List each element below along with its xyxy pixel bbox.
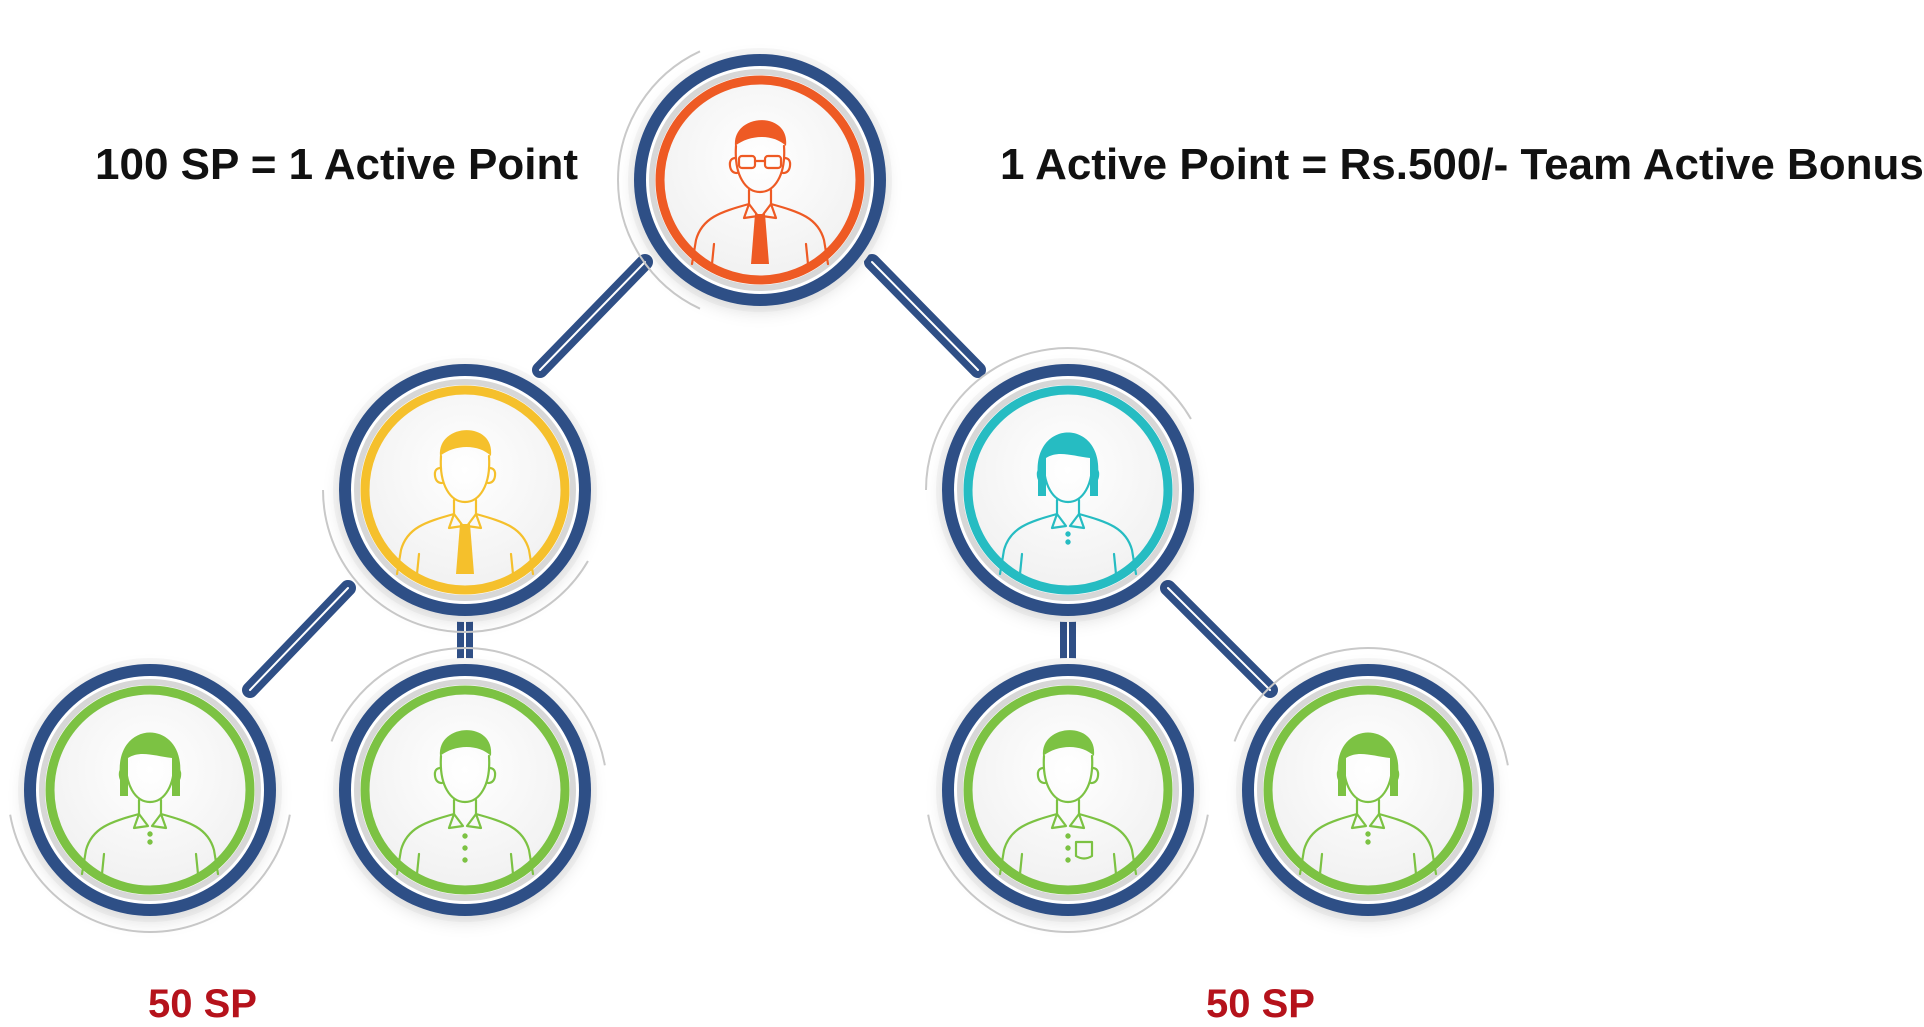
node-color-ring [655, 75, 865, 285]
node-mid-right [925, 347, 1200, 622]
node-grey-ring [957, 379, 1179, 601]
man-pocket-shirt-icon [998, 730, 1138, 876]
woman-icon [998, 432, 1138, 576]
node-grey-ring [1257, 679, 1479, 901]
node-color-ring [1263, 685, 1473, 895]
node-leaf-3 [927, 658, 1209, 933]
decorative-arc [322, 489, 589, 633]
sp-conversion-caption: 100 SP = 1 Active Point [95, 140, 579, 189]
man-glasses-tie-icon [690, 120, 830, 266]
woman-icon [80, 732, 220, 876]
connector-left-to-leaf-1 [242, 580, 356, 698]
tree-connectors [242, 254, 1278, 698]
node-color-ring [360, 685, 570, 895]
woman-bob-icon [1298, 732, 1438, 876]
node-color-ring [963, 685, 1173, 895]
man-shirt-icon [395, 730, 535, 876]
bonus-conversion-caption: 1 Active Point = Rs.500/- Team Active Bo… [1000, 140, 1924, 189]
node-grey-ring [39, 679, 261, 901]
left-leg-sp-label: 50 SP [148, 982, 257, 1026]
node-grey-ring [957, 679, 1179, 901]
node-grey-ring [354, 679, 576, 901]
decorative-arc [927, 814, 1209, 933]
connector-top-to-right [864, 254, 986, 378]
decorative-arc [617, 50, 701, 310]
node-top [617, 48, 892, 312]
node-leaf-4 [1233, 647, 1509, 922]
decorative-arc [1233, 647, 1509, 766]
node-mid-left [322, 358, 597, 633]
node-grey-ring [649, 69, 871, 291]
tree-nodes [9, 48, 1509, 934]
node-color-ring [360, 385, 570, 595]
node-color-ring [963, 385, 1173, 595]
node-grey-ring [354, 379, 576, 601]
decorative-arc [9, 814, 291, 934]
right-leg-sp-label: 50 SP [1206, 982, 1315, 1026]
node-color-ring [45, 685, 255, 895]
decorative-arc [925, 347, 1192, 491]
man-tie-icon [395, 430, 535, 576]
node-leaf-1 [9, 658, 291, 934]
connector-top-to-left [532, 254, 653, 378]
node-leaf-2 [330, 647, 606, 922]
decorative-arc [330, 647, 606, 766]
connector-right-to-leaf-4 [1160, 580, 1278, 698]
